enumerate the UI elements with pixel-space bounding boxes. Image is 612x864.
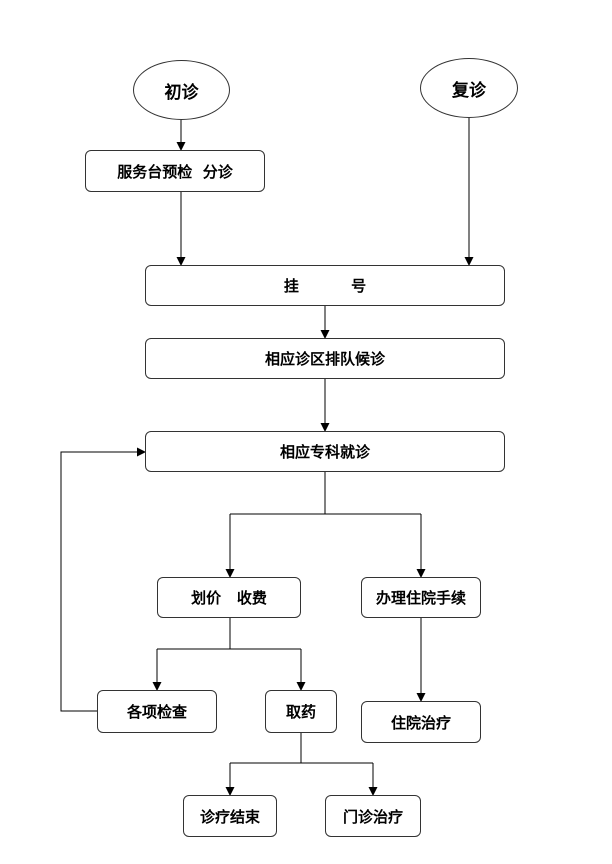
inpatient-node: 住院治疗 [361,701,481,743]
service-desk-node: 服务台预检 分诊 [85,150,265,192]
pricing-payment-node: 划价 收费 [157,577,301,618]
pharmacy-node: 取药 [265,690,337,733]
end-treatment-node: 诊疗结束 [183,795,277,837]
first-visit-node: 初诊 [133,60,230,120]
arrow-examinations-feedback [60,447,146,712]
registration-node: 挂 号 [145,265,505,306]
specialist-node: 相应专科就诊 [145,431,505,472]
admission-node: 办理住院手续 [361,577,481,618]
outpatient-node: 门诊治疗 [325,795,421,837]
return-visit-node: 复诊 [420,58,518,118]
queue-node: 相应诊区排队候诊 [145,338,505,379]
examinations-node: 各项检查 [97,690,217,733]
